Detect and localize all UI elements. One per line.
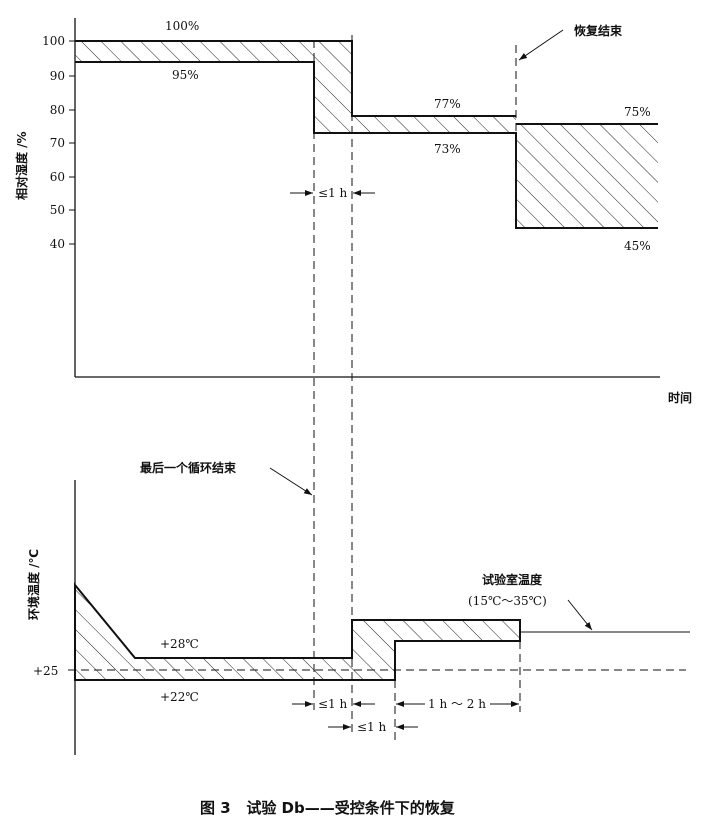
tick-60: 60 bbox=[50, 170, 65, 184]
tick-50: 50 bbox=[50, 203, 65, 217]
humidity-axis-label: 相对湿度 /% bbox=[14, 131, 29, 200]
recovery-end-label: 恢复结束 bbox=[574, 23, 623, 38]
dimension-1h-a: ≤1 h bbox=[318, 697, 348, 711]
tick-80: 80 bbox=[50, 103, 65, 117]
label-22c: +22℃ bbox=[160, 690, 199, 704]
time-axis-label: 时间 bbox=[668, 390, 692, 405]
label-77: 77% bbox=[434, 97, 461, 111]
dimension-1h-humidity: ≤1 h bbox=[318, 186, 348, 200]
room-temp-label: 试验室温度 bbox=[482, 572, 543, 587]
figure-caption: 图 3 试验 Db——受控条件下的恢复 bbox=[200, 799, 456, 817]
last-cycle-end-label: 最后一个循环结束 bbox=[140, 460, 237, 475]
label-100: 100% bbox=[165, 19, 199, 33]
label-95: 95% bbox=[172, 68, 199, 82]
label-28c: +28℃ bbox=[160, 637, 199, 651]
tick-40: 40 bbox=[50, 237, 65, 251]
dimension-1h-2h: 1 h ～ 2 h bbox=[428, 697, 486, 711]
label-73: 73% bbox=[434, 142, 461, 156]
temperature-axis-label: 环境温度 /℃ bbox=[26, 549, 41, 620]
tick-25: +25 bbox=[33, 664, 58, 678]
dimension-1h-b: ≤1 h bbox=[357, 720, 387, 734]
tick-70: 70 bbox=[50, 136, 65, 150]
label-45: 45% bbox=[624, 239, 651, 253]
humidity-ticks: 100 90 80 70 60 50 40 bbox=[42, 34, 75, 251]
tick-100: 100 bbox=[42, 34, 65, 48]
humidity-tolerance-band bbox=[75, 41, 658, 228]
humidity-lower-limit bbox=[75, 61, 658, 229]
temperature-tolerance-band bbox=[74, 582, 521, 681]
room-temp-range: (15℃～35℃) bbox=[468, 594, 547, 608]
label-75: 75% bbox=[624, 105, 651, 119]
tick-90: 90 bbox=[50, 69, 65, 83]
